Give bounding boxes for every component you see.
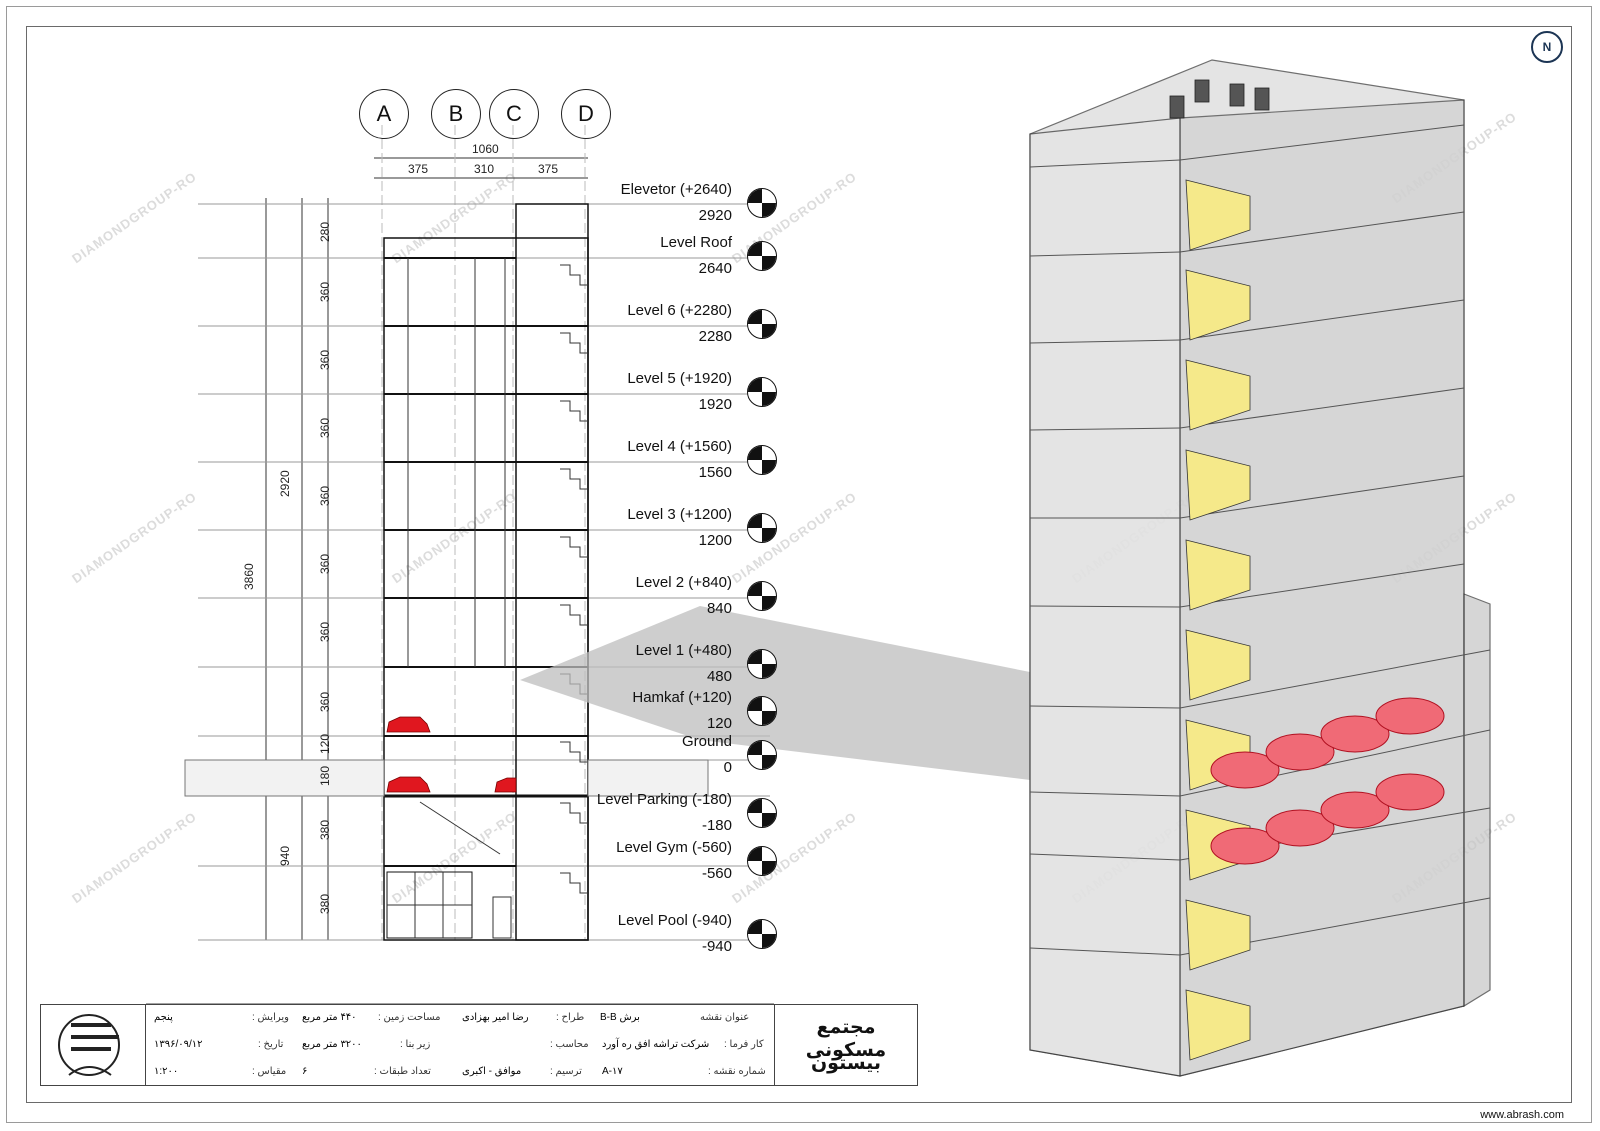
level-marker-icon [747,188,777,218]
level-marker-icon [747,696,777,726]
land-area-value: ۴۴۰ متر مربع [302,1012,357,1023]
dim-span-cd: 375 [538,162,559,176]
drafter-value: موافق - اکبری [462,1066,522,1077]
client-label: کار فرما : [724,1039,764,1050]
map-number-value: A-۱۷ [602,1066,623,1077]
project-title-line1: مجتمع مسکونی [805,1017,887,1061]
dim-span-ab: 375 [408,162,429,176]
north-arrow-icon: N [1531,31,1563,63]
level-marker-icon [747,846,777,876]
dim-floor-height: 120 [318,733,332,754]
grid-bubble-d: D [561,89,611,139]
map-title-value: برش B-B [600,1012,640,1023]
level-marker-icon [747,377,777,407]
map-number-label: شماره نقشه : [708,1066,766,1077]
project-title-box [774,1004,918,1086]
dim-floor-height: 360 [318,621,332,642]
level-value: 0 [723,759,732,776]
level-label-parking: Level Parking (-180) [596,791,732,808]
date-label: تاریخ : [258,1039,284,1050]
level-value: 2920 [698,207,732,224]
level-value: 120 [706,715,732,732]
scale-label: مقیاس : [252,1066,287,1077]
level-label-1: Level 1 (+480) [635,642,732,659]
level-label-elevetor: Elevetor (+2640) [620,181,732,198]
built-area-label: زیر بنا : [400,1039,431,1050]
level-marker-icon [747,740,777,770]
title-block [40,1004,918,1086]
drafter-label: ترسیم : [550,1066,582,1077]
client-value: شرکت تراشه افق ره آورد [602,1039,710,1050]
project-title-line2: بیستون [810,1053,882,1074]
level-label-4: Level 4 (+1560) [627,438,732,455]
grid-bubble-c: C [489,89,539,139]
level-value: -940 [701,938,732,955]
level-value: 480 [706,668,732,685]
dim-overall-height: 3860 [242,563,256,590]
dim-lower-total: 940 [278,845,292,866]
scale-value: ۱:۲۰۰ [154,1066,179,1077]
level-value: 2280 [698,328,732,345]
logo-box [40,1004,146,1086]
level-value: 1560 [698,464,732,481]
dim-upper-total: 2920 [278,470,292,497]
grid-bubble-b: B [431,89,481,139]
level-label-roof: Level Roof [660,234,732,251]
website-link[interactable]: www.abrash.com [1480,1109,1564,1121]
dim-floor-height: 380 [318,819,332,840]
level-value: -560 [701,865,732,882]
map-title-label: عنوان نقشه [700,1012,750,1023]
dim-floor-height: 280 [318,221,332,242]
level-marker-icon [747,241,777,271]
level-marker-icon [747,798,777,828]
dim-floor-height: 180 [318,765,332,786]
dim-floor-height: 360 [318,691,332,712]
company-logo-icon [58,1014,120,1076]
level-value: -180 [701,817,732,834]
level-marker-icon [747,581,777,611]
level-marker-icon [747,649,777,679]
dim-span-bc: 310 [474,162,495,176]
level-label-hamkaf: Hamkaf (+120) [632,689,732,706]
level-marker-icon [747,309,777,339]
date-value: ۱۳۹۶/۰۹/۱۲ [154,1039,203,1050]
level-marker-icon [747,513,777,543]
level-label-6: Level 6 (+2280) [627,302,732,319]
dim-floor-height: 360 [318,417,332,438]
land-area-label: مساحت زمین : [378,1012,441,1023]
level-marker-icon [747,919,777,949]
level-label-5: Level 5 (+1920) [627,370,732,387]
level-label-ground: Ground [681,733,732,750]
designer-value: رضا امیر بهزادی [462,1012,529,1023]
floors-value: ۶ [302,1066,308,1077]
dim-floor-height: 360 [318,485,332,506]
floors-label: تعداد طبقات : [374,1066,431,1077]
inner-frame [26,26,1572,1103]
edition-value: پنجم [154,1012,173,1023]
dim-floor-height: 360 [318,349,332,370]
level-label-gym: Level Gym (-560) [616,839,732,856]
level-value: 2640 [698,260,732,277]
dim-floor-height: 360 [318,281,332,302]
grid-bubble-a: A [359,89,409,139]
built-area-value: ۳۲۰۰ متر مربع [302,1039,362,1050]
dim-overall-width: 1060 [472,142,499,156]
edition-label: ویرایش : [252,1012,289,1023]
level-value: 1920 [698,396,732,413]
dim-floor-height: 380 [318,893,332,914]
calc-label: محاسب : [550,1039,589,1050]
level-value: 840 [706,600,732,617]
dim-floor-height: 360 [318,553,332,574]
level-label-pool: Level Pool (-940) [617,912,732,929]
level-marker-icon [747,445,777,475]
level-value: 1200 [698,532,732,549]
outer-frame [6,6,1592,1123]
level-label-3: Level 3 (+1200) [627,506,732,523]
level-label-2: Level 2 (+840) [635,574,732,591]
designer-label: طراح : [556,1012,585,1023]
